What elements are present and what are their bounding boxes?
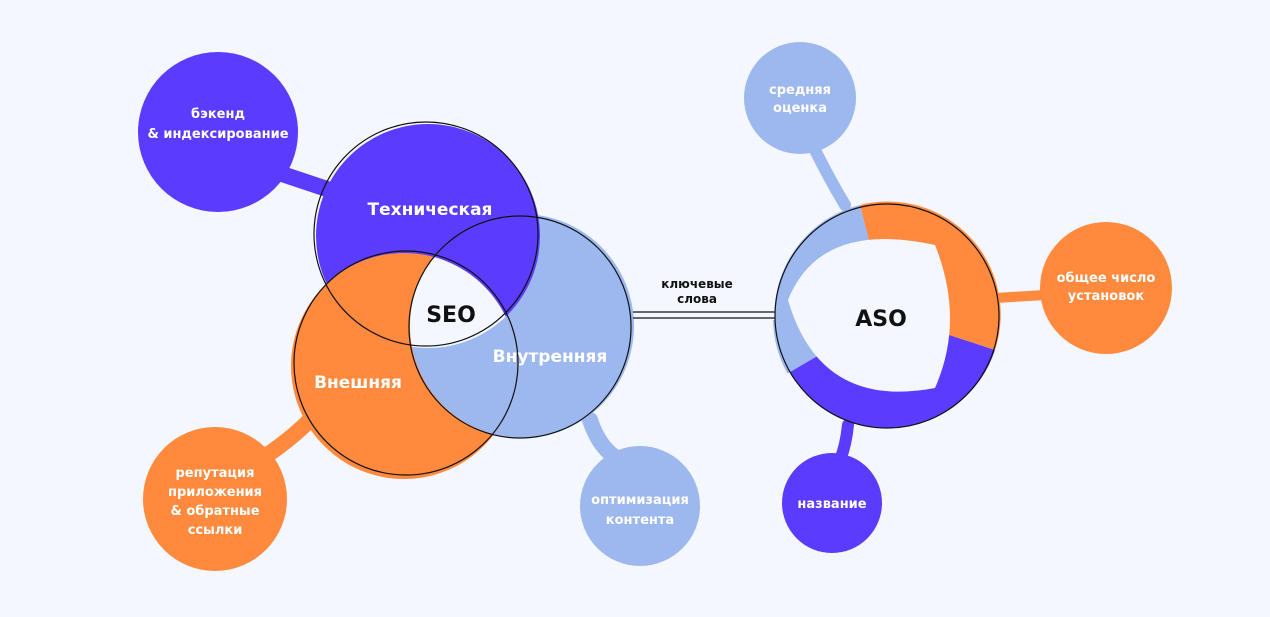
- aso-title: ASO: [855, 307, 907, 332]
- aso-inner: [788, 239, 950, 392]
- bubble-backend: [138, 52, 298, 212]
- bubble-rating: [744, 42, 856, 154]
- bubble-content: [580, 446, 700, 566]
- bubble-reputation: [143, 427, 287, 571]
- bubble-installs: [1040, 222, 1172, 354]
- technical-label: Техническая: [368, 200, 493, 220]
- connector-rating: [809, 144, 851, 211]
- external-label: Внешняя: [314, 373, 402, 393]
- keywords-link: [633, 311, 776, 319]
- name-label: название: [797, 497, 866, 512]
- seo-title: SEO: [426, 303, 476, 328]
- bubble-name: [782, 453, 882, 553]
- backend-label: бэкенд& индексирование: [147, 107, 288, 142]
- aso-ring: [773, 201, 1001, 429]
- seo-venn: [291, 121, 634, 479]
- connector-installs: [990, 290, 1050, 303]
- internal-label: Внутренняя: [493, 347, 608, 367]
